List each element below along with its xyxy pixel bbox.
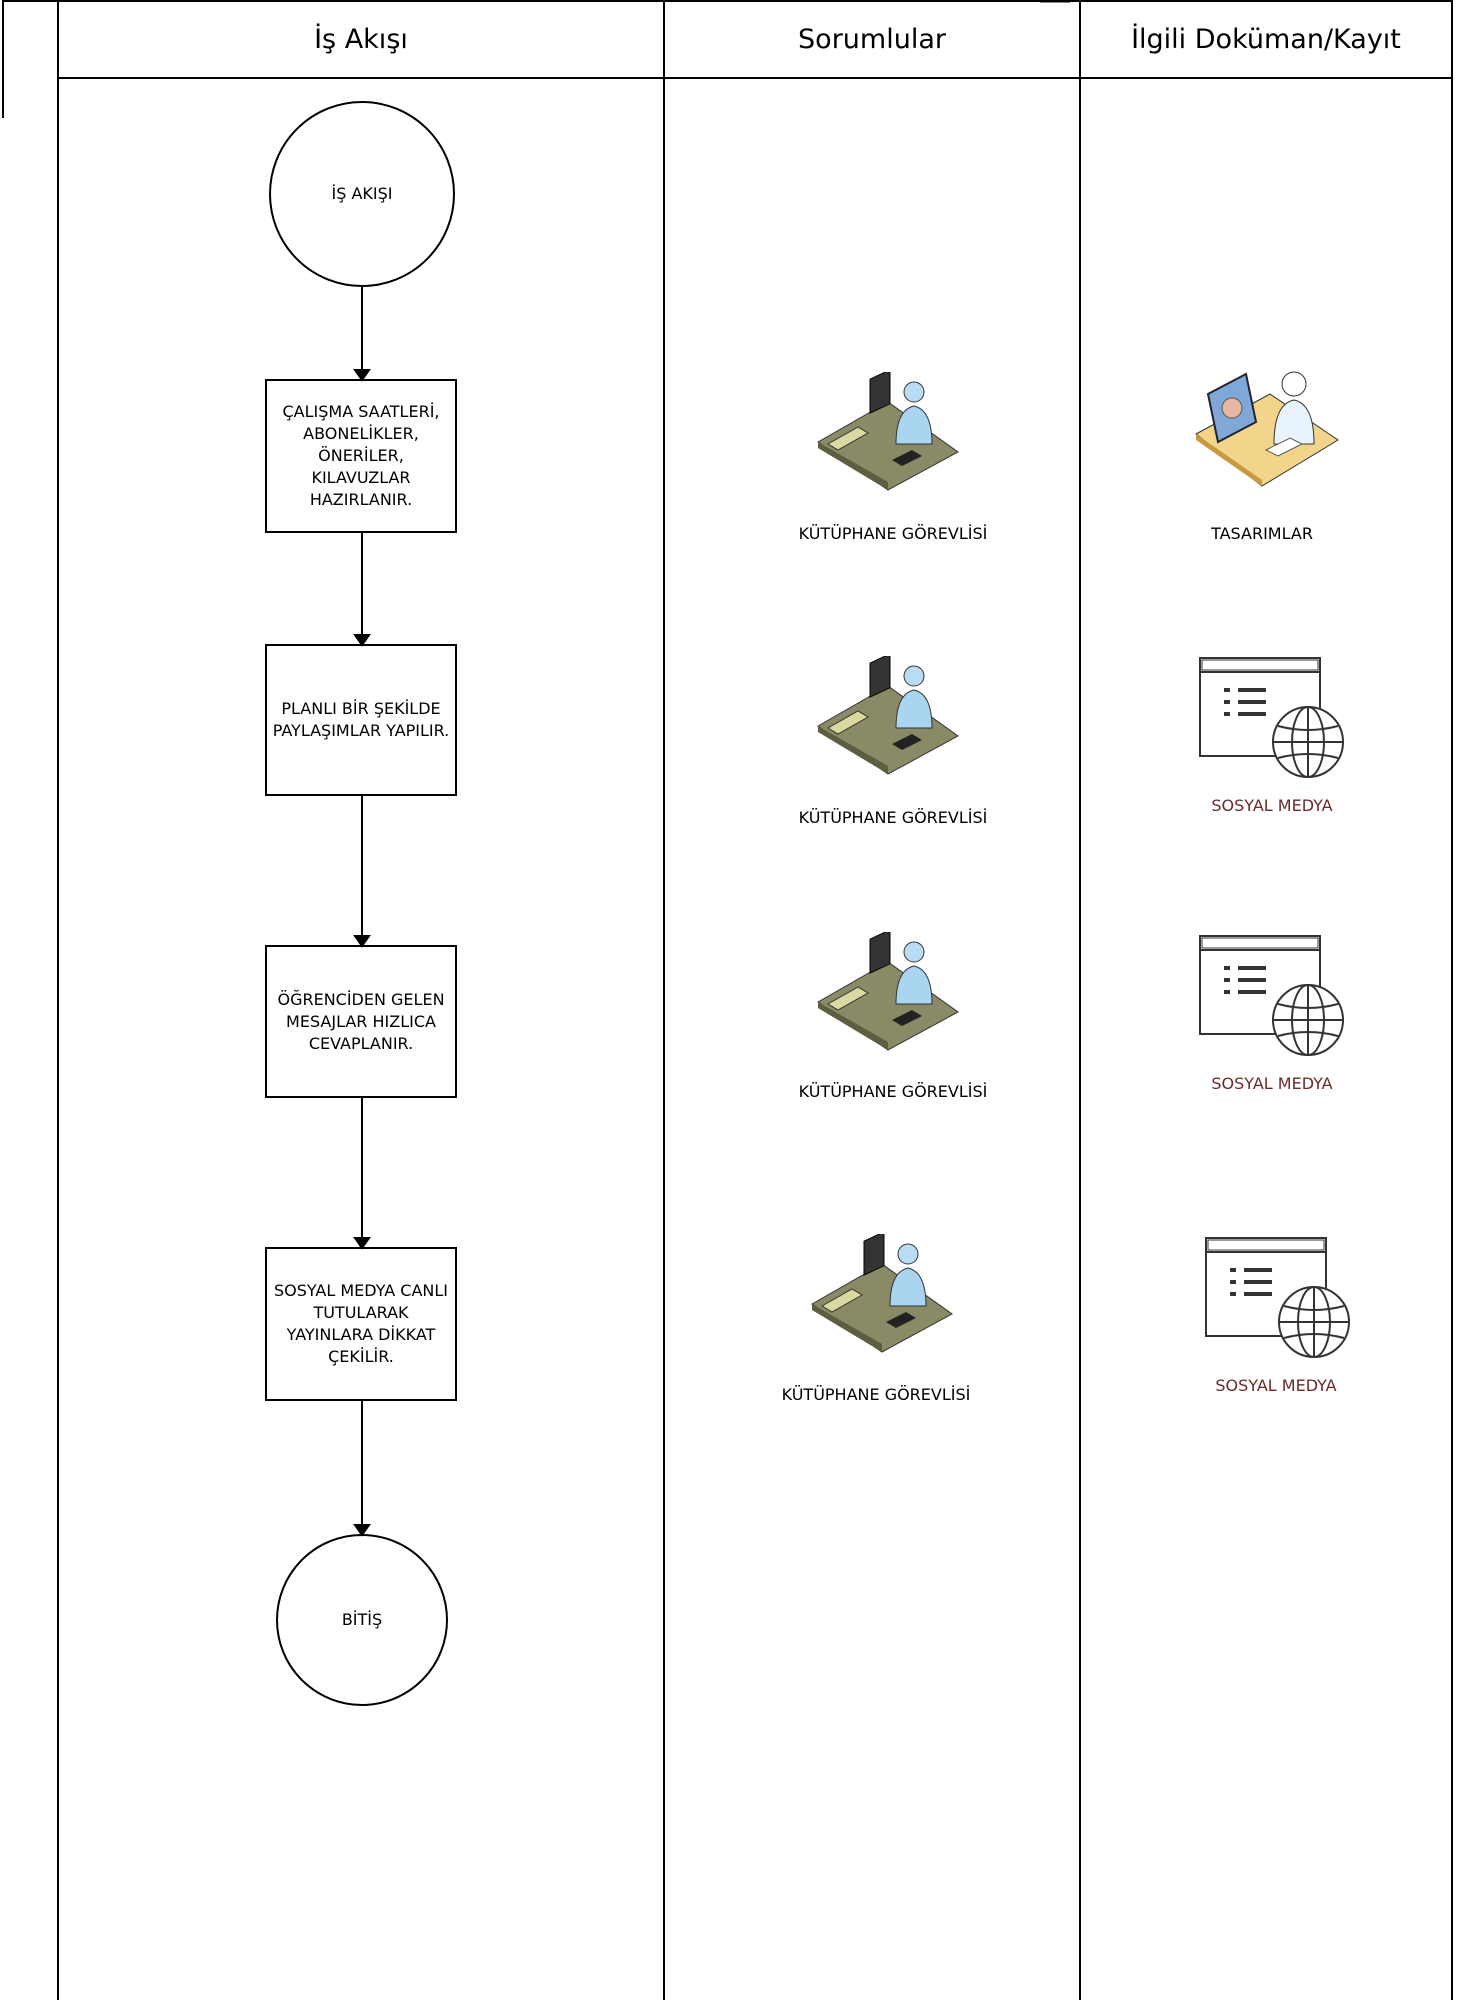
- end-label: BİTİŞ: [341, 1610, 383, 1629]
- document-label-2: SOSYAL MEDYA: [1211, 796, 1333, 815]
- responsible-label-2: KÜTÜPHANE GÖREVLİSİ: [798, 808, 988, 827]
- responsible-label-4: KÜTÜPHANE GÖREVLİSİ: [781, 1385, 971, 1404]
- document-label-1: TASARIMLAR: [1211, 524, 1313, 543]
- librarian-workstation-icon: [817, 372, 959, 491]
- web-page-globe-icon: [1199, 657, 1344, 778]
- web-page-globe-icon: [1205, 1237, 1350, 1358]
- designer-workstation-icon: [1195, 371, 1339, 487]
- document-label-3: SOSYAL MEDYA: [1211, 1074, 1333, 1093]
- header-documents: İlgili Doküman/Kayıt: [1131, 23, 1401, 55]
- header-responsible: Sorumlular: [798, 23, 946, 55]
- start-label: İŞ AKIŞI: [331, 184, 393, 203]
- responsible-label-1: KÜTÜPHANE GÖREVLİSİ: [798, 524, 988, 543]
- document-label-4: SOSYAL MEDYA: [1215, 1376, 1337, 1395]
- step-label-3: ÖĞRENCİDEN GELEN MESAJLAR HIZLICA CEVAPL…: [277, 989, 445, 1053]
- responsible-label-3: KÜTÜPHANE GÖREVLİSİ: [798, 1082, 988, 1101]
- step-box-1: [265, 379, 457, 533]
- step-label-2: PLANLI BİR ŞEKİLDE PAYLAŞIMLAR YAPILIR.: [272, 699, 450, 740]
- step-label-1: ÇALIŞMA SAATLERİ, ABONELİKLER, ÖNERİLER,…: [282, 402, 440, 509]
- web-page-globe-icon: [1199, 935, 1344, 1056]
- librarian-workstation-icon: [817, 932, 959, 1051]
- librarian-workstation-icon: [811, 1234, 953, 1353]
- step-label-4: SOSYAL MEDYA CANLI TUTULARAK YAYINLARA D…: [273, 1281, 449, 1366]
- librarian-workstation-icon: [817, 656, 959, 775]
- header-flow: İş Akışı: [314, 23, 408, 55]
